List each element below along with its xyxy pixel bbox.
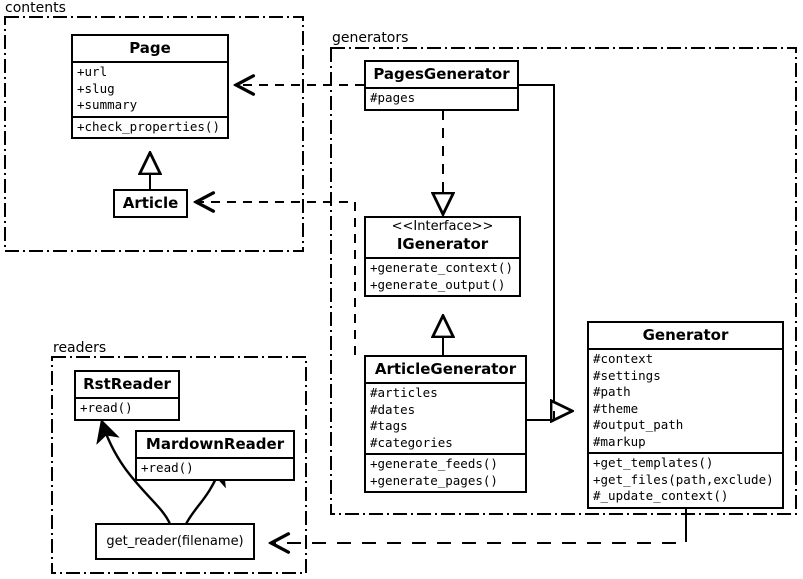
- method-row: +read(): [141, 460, 194, 475]
- class-title-rstreader: RstReader: [76, 372, 178, 399]
- class-box-generator[interactable]: Generator #context #settings #path #them…: [587, 321, 784, 509]
- attribute-row: #dates: [370, 401, 416, 417]
- class-title-igenerator: IGenerator: [396, 235, 489, 253]
- attribute-row: #pages: [370, 90, 416, 105]
- attribute-row: #context: [593, 351, 654, 366]
- method-row: +read(): [80, 400, 133, 415]
- class-box-page[interactable]: Page +url +slug +summary +check_properti…: [71, 34, 229, 139]
- package-label-generators: generators: [330, 30, 411, 46]
- class-stereotype-igenerator: <<Interface>>: [391, 219, 494, 234]
- method-row: +generate_context(): [370, 260, 513, 275]
- method-row: #_update_context(): [593, 488, 729, 503]
- class-title-generator: Generator: [589, 323, 782, 350]
- class-methods-page: +check_properties(): [73, 118, 227, 138]
- class-methods-articlegenerator: +generate_feeds() +generate_pages(): [366, 455, 525, 491]
- attribute-row: #theme: [593, 400, 639, 416]
- class-methods-igenerator: +generate_context() +generate_output(): [366, 259, 519, 295]
- method-row: +get_templates(): [593, 455, 714, 470]
- method-row: +generate_feeds(): [370, 456, 498, 471]
- method-row: +generate_output(): [370, 276, 506, 292]
- attribute-row: +slug: [77, 80, 115, 96]
- class-title-pagesgenerator: PagesGenerator: [366, 62, 517, 89]
- relation-articlegenerator-depends-article: [196, 202, 356, 355]
- attribute-row: #output_path: [593, 417, 684, 432]
- class-attributes-pagesgenerator: #pages: [366, 89, 517, 109]
- class-box-pagesgenerator[interactable]: PagesGenerator #pages: [364, 60, 519, 111]
- attribute-row: #articles: [370, 385, 438, 400]
- class-attributes-page: +url +slug +summary: [73, 63, 227, 118]
- class-box-rstreader[interactable]: RstReader +read(): [74, 370, 180, 421]
- class-title-mardownreader: MardownReader: [137, 432, 293, 459]
- attribute-row: #tags: [370, 418, 408, 433]
- method-row: +check_properties(): [77, 118, 220, 134]
- class-title-articlegenerator: ArticleGenerator: [366, 357, 525, 384]
- attribute-row: #categories: [370, 434, 453, 450]
- class-box-igenerator[interactable]: <<Interface>> IGenerator +generate_conte…: [364, 216, 521, 297]
- relation-articlegenerator-generalizes-generator: [527, 411, 555, 421]
- class-box-articlegenerator[interactable]: ArticleGenerator #articles #dates #tags …: [364, 355, 527, 493]
- class-title-article: Article: [122, 194, 179, 212]
- class-methods-mardownreader: +read(): [137, 459, 293, 479]
- relation-pagesgenerator-generalizes-generator: [519, 84, 573, 411]
- class-methods-generator: +get_templates() +get_files(path,exclude…: [589, 454, 782, 507]
- function-box-get-reader[interactable]: get_reader(filename): [95, 523, 255, 560]
- attribute-row: +url: [77, 64, 108, 79]
- method-row: +generate_pages(): [370, 472, 498, 488]
- class-header-igenerator: <<Interface>> IGenerator: [366, 218, 519, 259]
- method-row: +get_files(path,exclude): [593, 471, 774, 487]
- attribute-row: +summary: [77, 97, 138, 112]
- attribute-row: #markup: [593, 433, 646, 449]
- attribute-row: #settings: [593, 367, 661, 383]
- class-title-page: Page: [73, 36, 227, 63]
- class-attributes-generator: #context #settings #path #theme #output_…: [589, 350, 782, 454]
- function-label-get-reader: get_reader(filename): [106, 534, 244, 549]
- class-box-article[interactable]: Article: [113, 189, 188, 218]
- class-attributes-articlegenerator: #articles #dates #tags #categories: [366, 384, 525, 455]
- package-label-contents: contents: [3, 0, 68, 16]
- attribute-row: #path: [593, 384, 631, 399]
- class-box-mardownreader[interactable]: MardownReader +read(): [135, 430, 295, 481]
- class-methods-rstreader: +read(): [76, 399, 178, 419]
- relation-generator-depends-getreader: [271, 503, 687, 543]
- package-label-readers: readers: [51, 340, 109, 356]
